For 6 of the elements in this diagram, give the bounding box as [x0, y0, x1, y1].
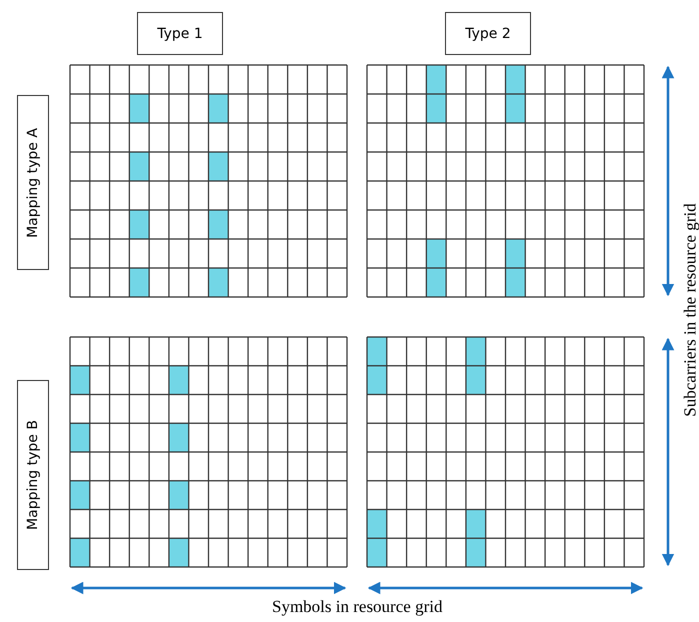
heading-box: Type 1 — [137, 12, 223, 55]
heading-box: Mapping type A — [17, 95, 49, 270]
axis-label: Subcarriers in the resource grid — [680, 203, 699, 417]
heading-box: Mapping type B — [17, 380, 49, 570]
heading-box: Type 2 — [445, 12, 531, 55]
axis-label: Symbols in resource grid — [272, 597, 442, 617]
